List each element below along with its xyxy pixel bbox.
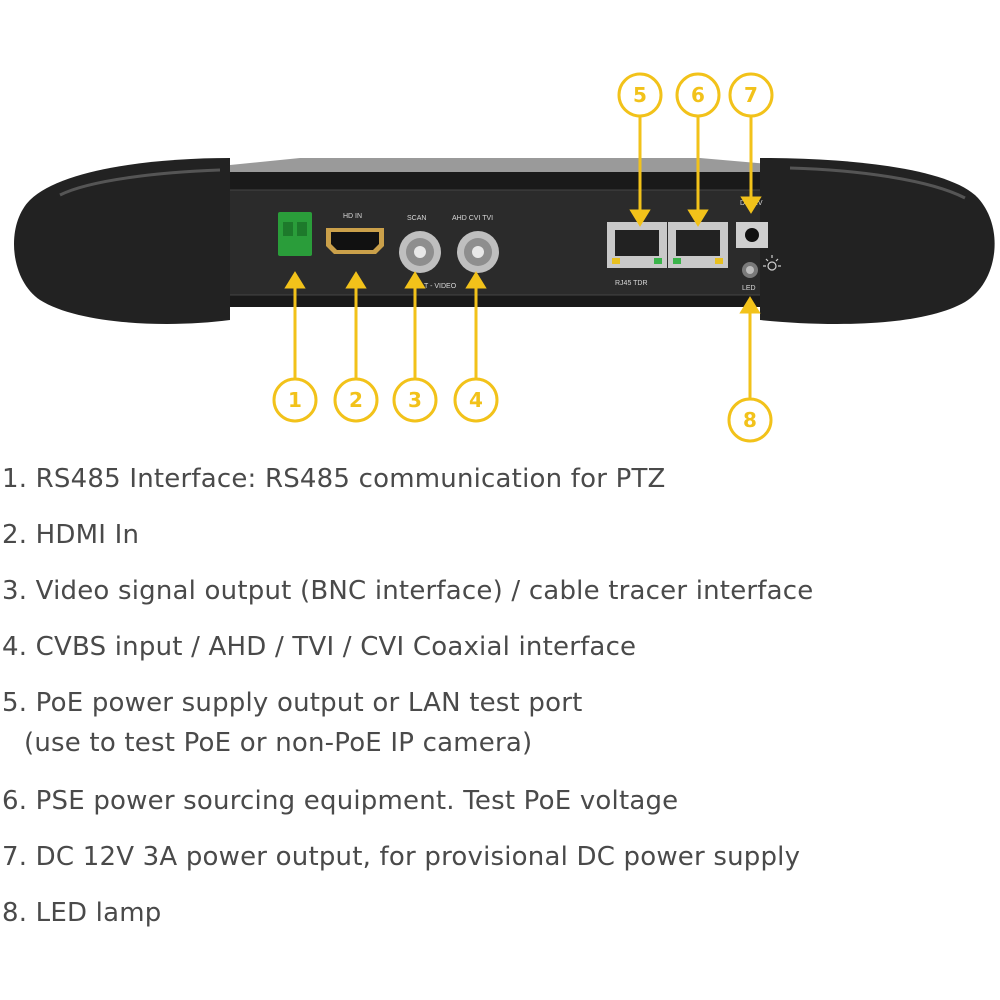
callout-number-2: 2	[349, 388, 363, 412]
bnc-ahd-pin	[472, 246, 484, 258]
legend-item-5: 5. PoE power supply output or LAN test p…	[2, 687, 583, 759]
video-label: T - VIDEO	[424, 283, 457, 290]
legend-item-4: 4. CVBS input / AHD / TVI / CVI Coaxial …	[2, 632, 637, 662]
device-diagram: HD IN SCAN AHD CVI TVI T - VIDEO RJ45 TD…	[13, 72, 995, 443]
rj45-port-2-led-b	[715, 258, 723, 264]
callout-circle-6	[675, 72, 721, 118]
led-lamp-lens	[746, 266, 754, 274]
led-label: LED	[742, 285, 756, 292]
lightbulb-icon	[763, 255, 781, 271]
legend-item-1: 1. RS485 Interface: RS485 communication …	[2, 464, 666, 494]
hd-in-label: HD IN	[343, 213, 362, 220]
callout-circle-8	[727, 397, 773, 443]
rs485-screw-2	[297, 222, 307, 236]
left-bumper	[13, 158, 231, 324]
legend-item-3: 3. Video signal output (BNC interface) /…	[2, 576, 814, 606]
callout-circle-4	[453, 377, 499, 423]
hdmi-port-inner	[331, 232, 379, 250]
callout-number-6: 6	[691, 83, 705, 107]
scan-label: SCAN	[407, 215, 426, 222]
bnc-scan-pin	[414, 246, 426, 258]
right-bumper	[760, 158, 995, 325]
legend-item-5-subtext: (use to test PoE or non-PoE IP camera)	[24, 728, 533, 758]
legend-item-2: 2. HDMI In	[2, 520, 140, 550]
callout-number-1: 1	[288, 388, 302, 412]
rj45-port-2-socket	[676, 230, 720, 256]
callout-number-5: 5	[633, 83, 647, 107]
legend-item-5-text: 5. PoE power supply output or LAN test p…	[2, 688, 583, 718]
ahd-cvi-tvi-label: AHD CVI TVI	[452, 215, 493, 222]
callout-number-8: 8	[743, 408, 757, 432]
rj45-port-1-socket	[615, 230, 659, 256]
rj45-tdr-label: RJ45 TDR	[615, 280, 648, 287]
callout-number-4: 4	[469, 388, 483, 412]
rj45-port-1-led-a	[612, 258, 620, 264]
left-bumper-highlight	[59, 168, 221, 197]
callout-circle-1	[272, 377, 318, 423]
rj45-port-2-led-a	[673, 258, 681, 264]
callout-number-7: 7	[744, 83, 758, 107]
callout-circle-5	[617, 72, 663, 118]
callout-lines	[284, 116, 762, 398]
callout-circle-7	[728, 72, 774, 118]
legend-item-8: 8. LED lamp	[2, 898, 162, 928]
callout-number-3: 3	[408, 388, 422, 412]
rs485-screw-1	[283, 222, 293, 236]
legend-item-7: 7. DC 12V 3A power output, for provision…	[2, 842, 801, 872]
callout-circle-3	[392, 377, 438, 423]
dc-jack-hole	[745, 228, 759, 242]
right-bumper-highlight	[789, 166, 966, 200]
callout-circle-2	[333, 377, 379, 423]
legend-item-6: 6. PSE power sourcing equipment. Test Po…	[2, 786, 679, 816]
rj45-port-1-led-b	[654, 258, 662, 264]
